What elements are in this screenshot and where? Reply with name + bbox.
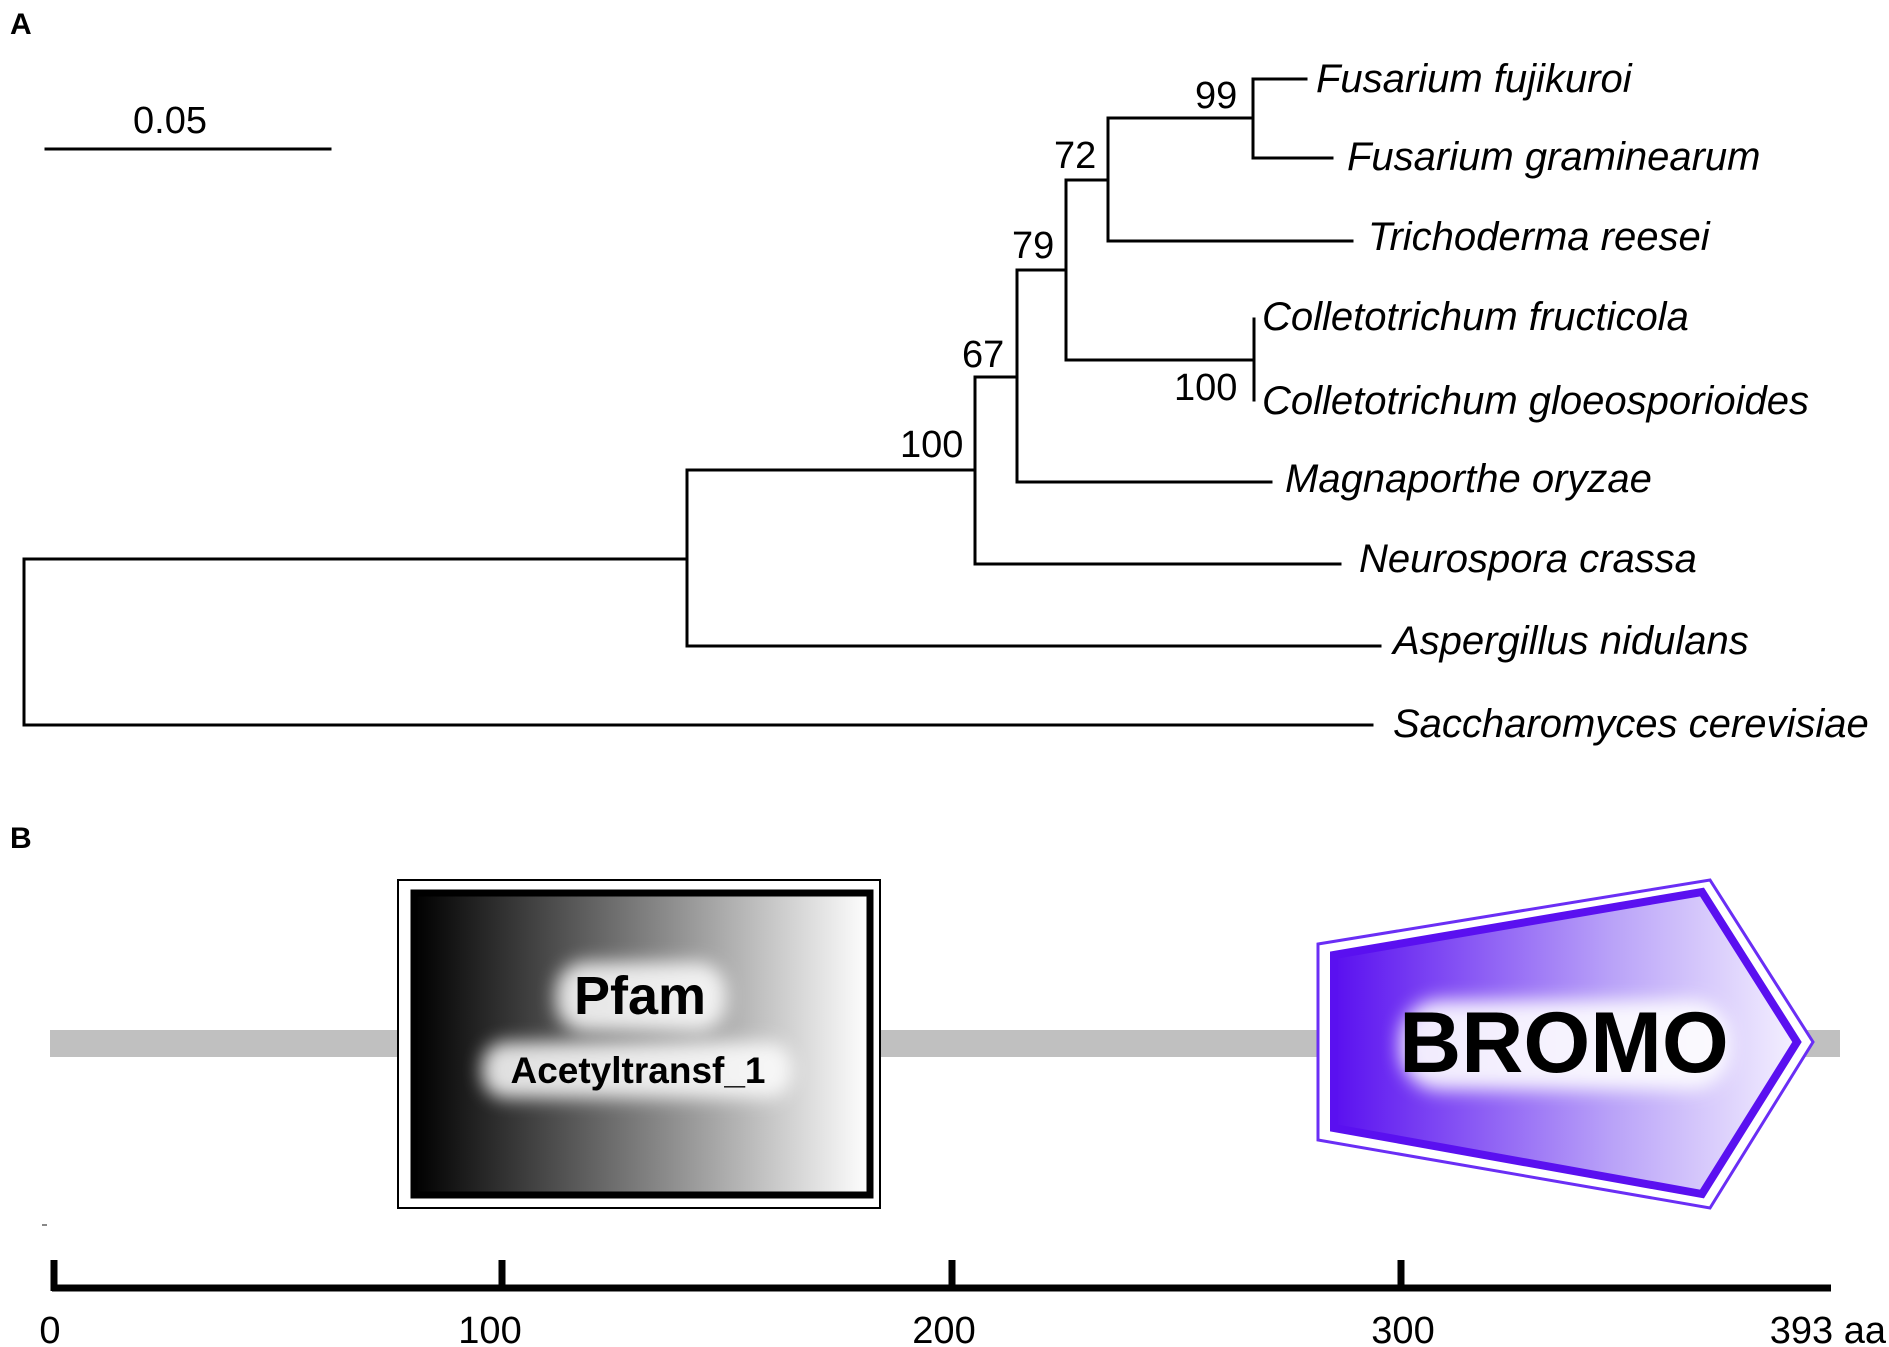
bootstrap-100-colletotrichum: 100 [1174, 367, 1237, 409]
pfam-name-glow [482, 1042, 792, 1098]
taxon-oryzae: Magnaporthe oryzae [1285, 457, 1652, 501]
aa-tick-label-300: 300 [1371, 1310, 1434, 1347]
aa-axis: 0 100 200 300 393 aa [39, 1260, 1887, 1347]
bromo-label-glow [1400, 1000, 1730, 1090]
pfam-title-glow [556, 962, 726, 1032]
bromo-domain: BROMO [1316, 878, 1815, 1210]
aa-tick-label-200: 200 [912, 1310, 975, 1347]
taxon-graminearum: Fusarium graminearum [1347, 135, 1760, 179]
pfam-box-inner [410, 889, 874, 1199]
taxon-gloeosporioides: Colletotrichum gloeosporioides [1262, 379, 1809, 423]
aa-tick-label-end: 393 aa [1770, 1310, 1887, 1347]
panel-a-label: A [10, 8, 32, 41]
taxon-fujikuroi: Fusarium fujikuroi [1316, 57, 1633, 101]
pfam-title: Pfam [574, 966, 706, 1026]
bootstrap-100: 100 [900, 424, 963, 466]
taxon-cerevisiae: Saccharomyces cerevisiae [1393, 702, 1869, 746]
phylogenetic-tree [22, 77, 1382, 727]
bootstrap-values: 99 72 79 67 100 100 [900, 75, 1237, 466]
scale-bar: 0.05 [44, 100, 332, 151]
aa-tick-label-100: 100 [458, 1310, 521, 1347]
scale-bar-label: 0.05 [133, 100, 207, 142]
taxon-nidulans: Aspergillus nidulans [1391, 619, 1749, 663]
panel-b-label: B [10, 822, 32, 855]
taxon-crassa: Neurospora crassa [1359, 537, 1697, 581]
bootstrap-99: 99 [1195, 75, 1237, 117]
panel-a: A 0.05 [10, 8, 1869, 746]
panel-b: B Pfam Acetyltransf_1 BROMO [10, 822, 1887, 1347]
pfam-name: Acetyltransf_1 [510, 1050, 765, 1091]
taxon-reesei: Trichoderma reesei [1368, 215, 1711, 259]
taxon-fructicola: Colletotrichum fructicola [1262, 295, 1689, 339]
pfam-domain: Pfam Acetyltransf_1 [397, 879, 881, 1209]
bootstrap-72: 72 [1054, 135, 1096, 177]
bootstrap-67: 67 [962, 334, 1004, 376]
aa-tick-label-0: 0 [39, 1310, 60, 1347]
stray-mark [42, 1224, 47, 1226]
bootstrap-79: 79 [1012, 225, 1054, 267]
taxon-labels: Fusarium fujikuroi Fusarium graminearum … [1262, 57, 1869, 746]
bromo-label: BROMO [1399, 995, 1729, 1091]
